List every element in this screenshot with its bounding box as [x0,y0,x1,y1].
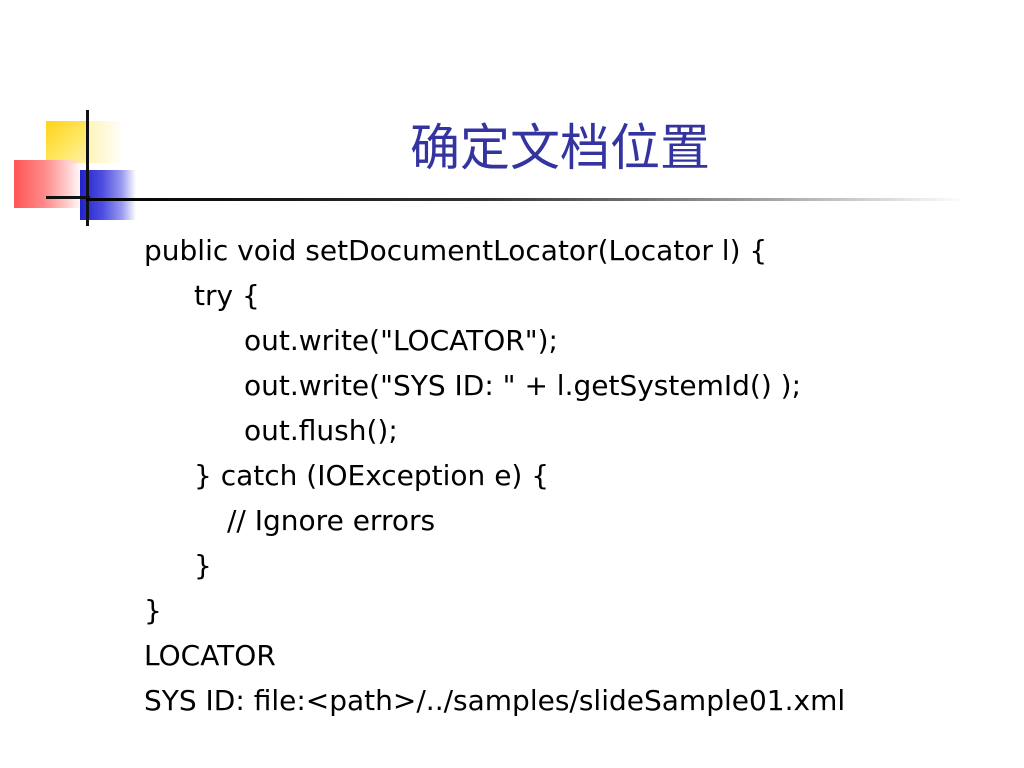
title-underline-rule [86,198,966,201]
yellow-square-shape [46,121,88,163]
code-line: public void setDocumentLocator(Locator l… [144,234,768,267]
output-line: SYS ID: file:<path>/../samples/slideSamp… [144,684,846,717]
red-gradient-shape [14,160,82,208]
code-line: // Ignore errors [227,504,436,537]
short-horizontal-rule-line [46,196,90,199]
output-line: LOCATOR [144,639,276,672]
code-line: out.write("SYS ID: " + l.getSystemId() )… [244,369,802,402]
vertical-rule-line [86,110,89,226]
slide-title: 确定文档位置 [410,119,710,177]
yellow-fade-shape [88,121,124,163]
code-line: out.flush(); [244,414,398,447]
code-line: } [194,549,212,582]
corner-decoration-graphic [0,0,180,240]
code-listing: public void setDocumentLocator(Locator l… [144,228,1004,723]
code-line: out.write("LOCATOR"); [244,324,558,357]
code-line: try { [194,279,260,312]
blue-gradient-shape [80,170,136,220]
code-line: } catch (IOException e) { [194,459,550,492]
code-line: } [144,594,162,627]
